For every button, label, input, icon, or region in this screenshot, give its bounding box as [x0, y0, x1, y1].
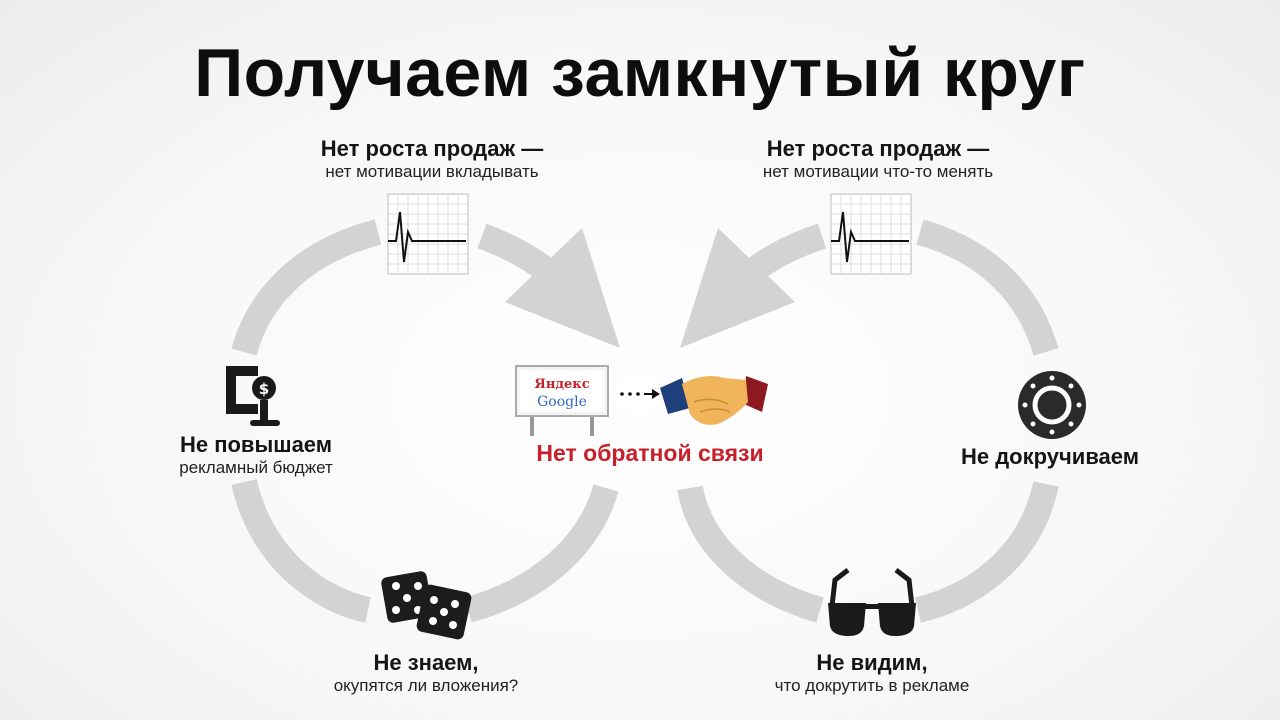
node-bottom-left-sub: окупятся ли вложения? [333, 676, 519, 695]
node-bottom-right: Не видим, что докрутить в рекламе [752, 650, 992, 696]
node-right: Не докручиваем [940, 444, 1160, 470]
right-loop-upper-arc [916, 219, 1059, 356]
right-loop-lower-arc [914, 480, 1059, 623]
node-left-sub: рекламный бюджет [179, 458, 333, 477]
node-top-right-sub: нет мотивации что-то менять [762, 162, 994, 181]
right-arrowhead [680, 228, 795, 348]
node-right-heading: Не докручиваем [960, 444, 1140, 469]
node-top-left: Нет роста продаж — нет мотивации вкладыв… [290, 136, 574, 182]
node-top-left-sub: нет мотивации вкладывать [325, 162, 539, 181]
node-bottom-left: Не знаем, окупятся ли вложения? [300, 650, 552, 696]
left-loop-bottom-right-arc [464, 484, 619, 623]
node-bottom-right-heading: Не видим, [816, 650, 928, 675]
node-top-right-heading: Нет роста продаж — [766, 136, 990, 161]
left-arrowhead [505, 228, 620, 348]
center-label: Нет обратной связи [536, 440, 764, 466]
node-top-right: Нет роста продаж — нет мотивации что-то … [726, 136, 1030, 182]
right-loop-bottom-left-arc [677, 485, 824, 623]
node-bottom-right-sub: что докрутить в рекламе [774, 676, 970, 695]
left-loop-lower-arc [231, 478, 371, 623]
left-loop-upper-arc [231, 219, 382, 356]
node-top-left-heading: Нет роста продаж — [320, 136, 544, 161]
page-title: Получаем замкнутый круг [194, 35, 1086, 111]
node-left: Не повышаем рекламный бюджет [150, 432, 362, 478]
node-bottom-left-heading: Не знаем, [373, 650, 479, 675]
node-left-heading: Не повышаем [179, 432, 333, 457]
